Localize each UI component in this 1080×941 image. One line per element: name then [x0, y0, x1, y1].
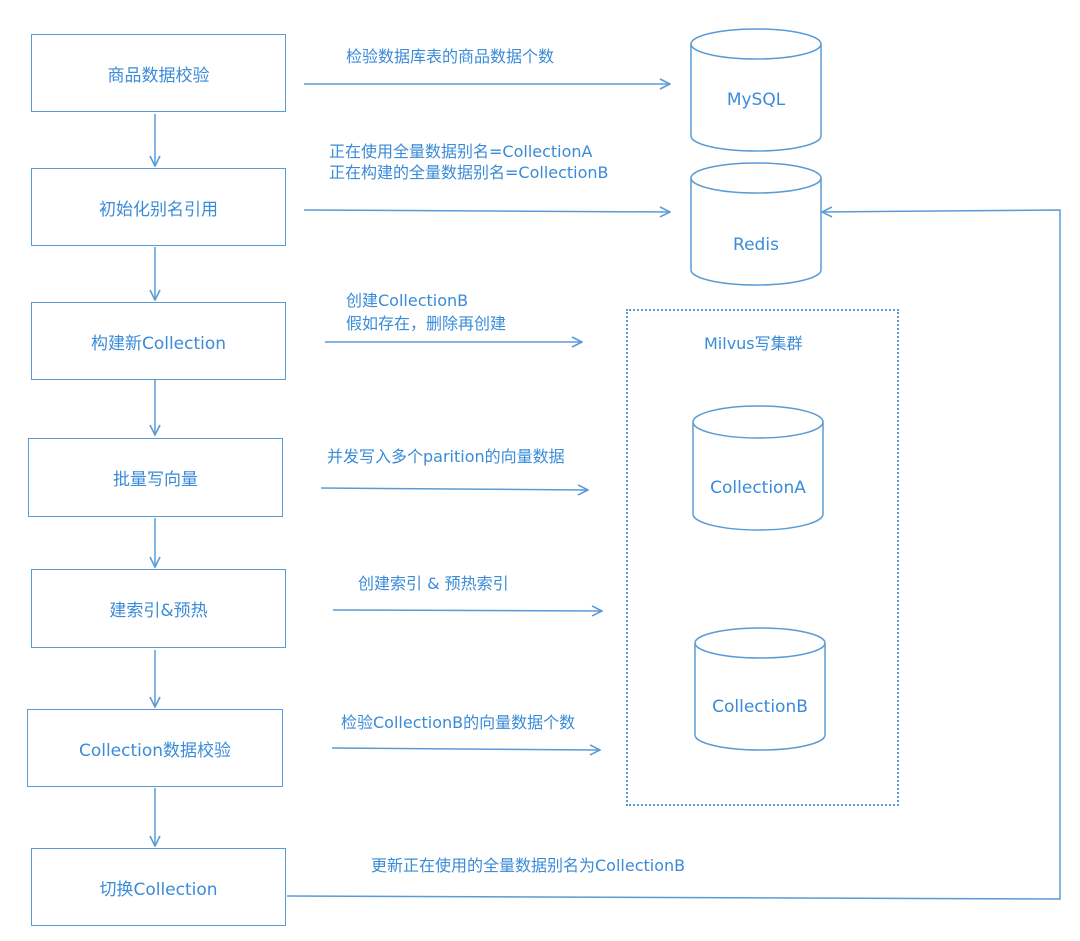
label-alias-building: 正在构建的全量数据别名=CollectionB — [329, 163, 609, 182]
collection-a-database: CollectionA — [692, 405, 824, 531]
milvus-write-cluster — [626, 309, 899, 806]
step-index-and-warmup: 建索引&预热 — [31, 569, 286, 648]
db-label: CollectionA — [710, 478, 806, 498]
cluster-title: Milvus写集群 — [704, 334, 803, 353]
redis-database: Redis — [690, 162, 822, 286]
step-batch-write-vectors: 批量写向量 — [28, 438, 283, 517]
label-alias-current: 正在使用全量数据别名=CollectionA — [329, 142, 593, 161]
step-build-collection: 构建新Collection — [31, 302, 286, 380]
label-concurrent-write: 并发写入多个parition的向量数据 — [327, 447, 565, 466]
arrow-write-vectors — [320, 488, 588, 490]
collection-b-database: CollectionB — [694, 627, 826, 751]
step-switch-collection: 切换Collection — [31, 848, 286, 926]
db-label: MySQL — [726, 90, 786, 110]
arrow-switch-to-redis — [286, 210, 1061, 900]
db-label: Redis — [733, 235, 779, 255]
label-verify-count: 检验CollectionB的向量数据个数 — [341, 713, 576, 732]
database-cylinder-icon — [690, 28, 822, 152]
label-switch-alias: 更新正在使用的全量数据别名为CollectionB — [371, 856, 686, 875]
label-check-mysql: 检验数据库表的商品数据个数 — [346, 47, 555, 66]
step-collection-verify: Collection数据校验 — [27, 709, 283, 787]
arrow-to-redis — [303, 210, 670, 212]
label-index-warmup: 创建索引 & 预热索引 — [358, 574, 509, 593]
database-cylinder-icon — [692, 405, 824, 531]
database-cylinder-icon — [690, 162, 822, 286]
label-recreate-if-exists: 假如存在，删除再创建 — [346, 314, 507, 333]
step-check-goods-data: 商品数据校验 — [31, 34, 286, 112]
arrow-build-index — [332, 610, 602, 611]
mysql-database: MySQL — [690, 28, 822, 152]
db-label: CollectionB — [712, 697, 808, 717]
step-init-alias: 初始化别名引用 — [31, 168, 286, 246]
arrow-verify-collection — [331, 748, 600, 750]
label-create-collection: 创建CollectionB — [346, 291, 469, 310]
database-cylinder-icon — [694, 627, 826, 751]
